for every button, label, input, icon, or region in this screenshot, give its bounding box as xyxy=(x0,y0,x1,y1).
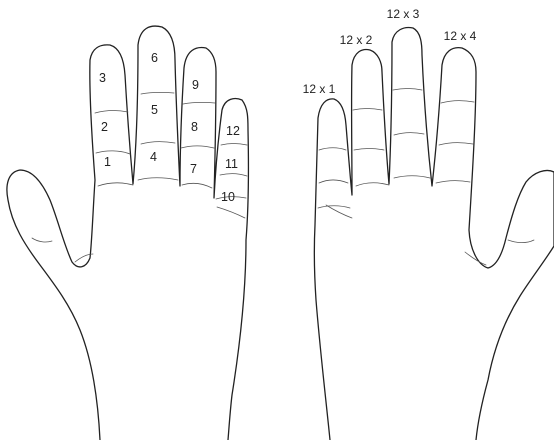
right-hand: 12 x 1 12 x 2 12 x 3 12 x 4 xyxy=(303,7,554,440)
finger-label-12x1: 12 x 1 xyxy=(303,82,336,96)
segment-label-4: 4 xyxy=(150,150,157,164)
segment-label-1: 1 xyxy=(104,155,111,169)
left-hand: 1 2 3 4 5 6 7 8 9 10 11 12 xyxy=(7,26,248,440)
segment-label-3: 3 xyxy=(99,71,106,85)
finger-label-12x2: 12 x 2 xyxy=(340,33,373,47)
segment-label-8: 8 xyxy=(191,120,198,134)
right-hand-finger-labels: 12 x 1 12 x 2 12 x 3 12 x 4 xyxy=(303,7,477,96)
segment-label-10: 10 xyxy=(221,190,235,204)
segment-label-5: 5 xyxy=(151,103,158,117)
segment-label-6: 6 xyxy=(151,51,158,65)
segment-label-7: 7 xyxy=(190,162,197,176)
segment-label-9: 9 xyxy=(192,78,199,92)
segment-label-12: 12 xyxy=(226,124,240,138)
left-hand-segment-labels: 1 2 3 4 5 6 7 8 9 10 11 12 xyxy=(99,51,240,204)
finger-label-12x3: 12 x 3 xyxy=(387,7,420,21)
segment-label-11: 11 xyxy=(225,157,238,171)
left-hand-outline xyxy=(7,26,248,440)
right-hand-outline xyxy=(314,28,554,440)
finger-label-12x4: 12 x 4 xyxy=(444,29,477,43)
segment-label-2: 2 xyxy=(101,120,108,134)
